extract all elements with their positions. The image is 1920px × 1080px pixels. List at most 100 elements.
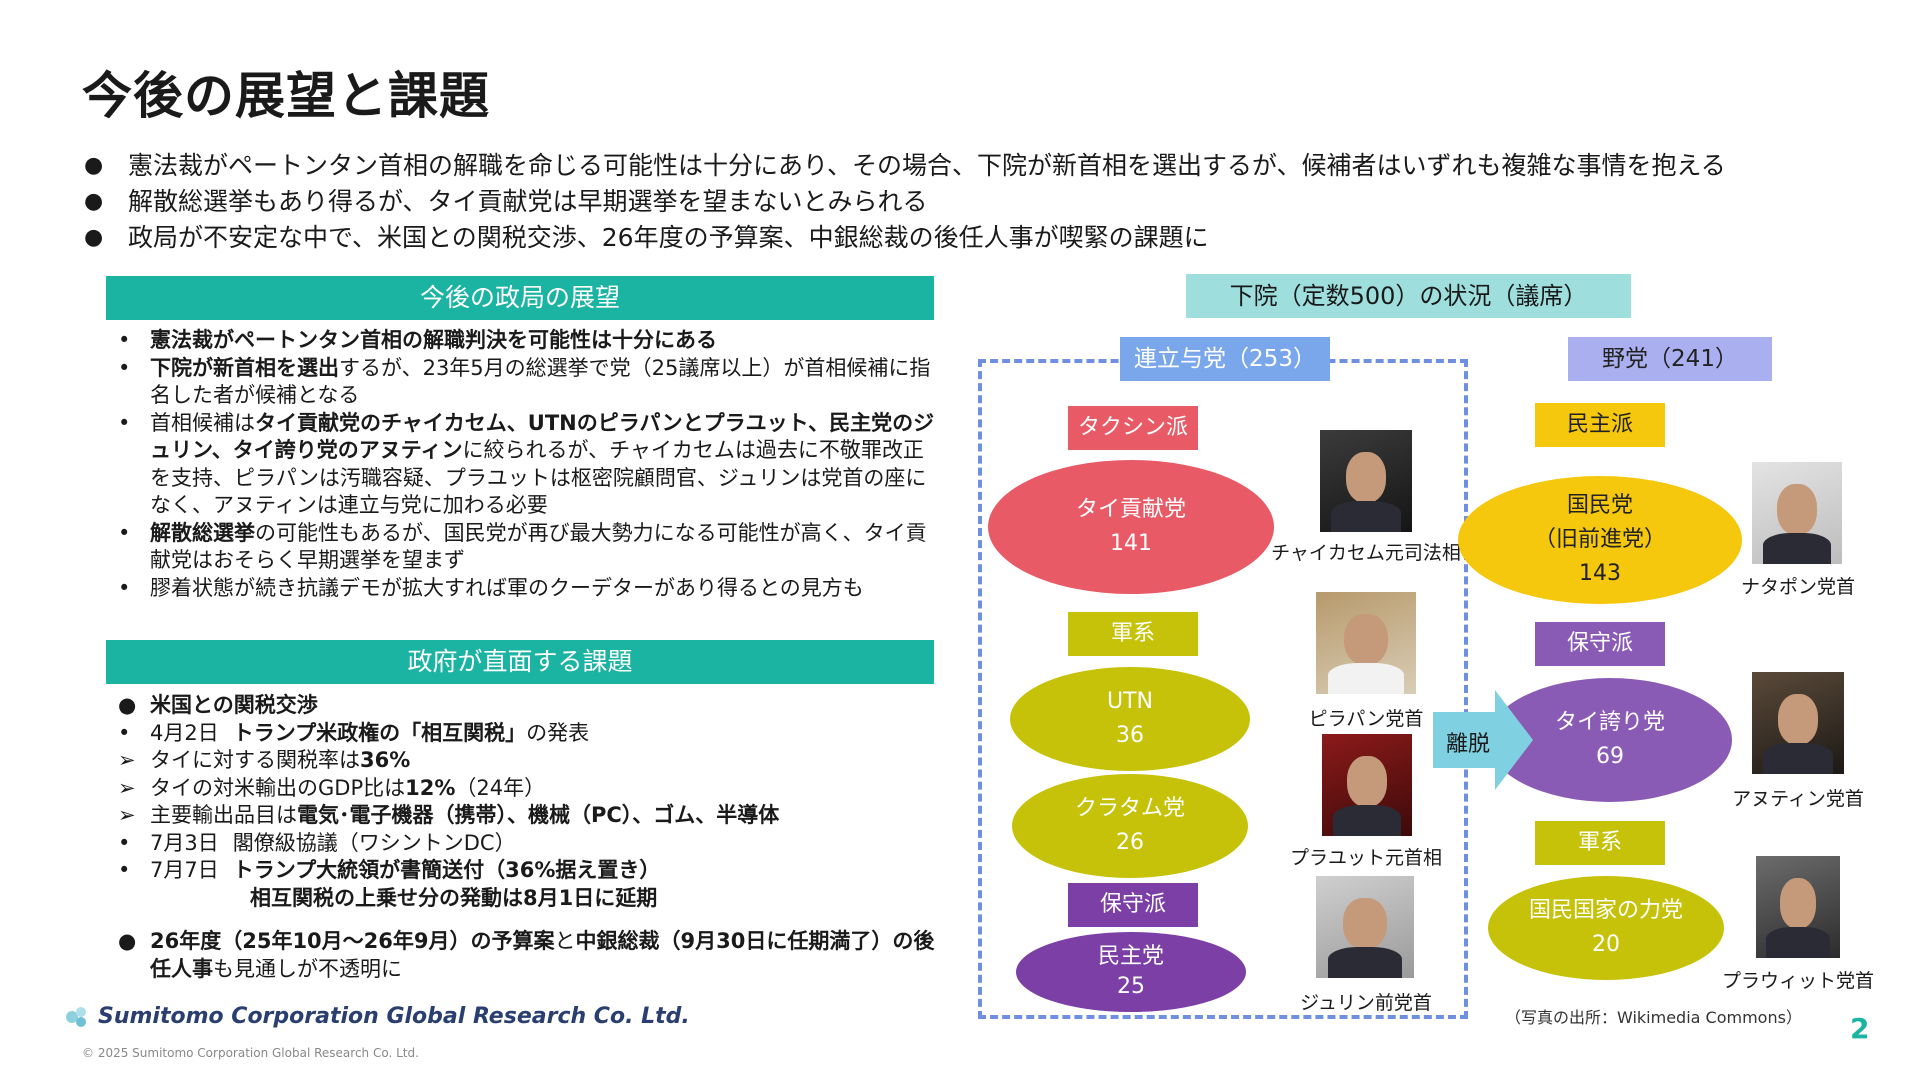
text: するが、23年5月の総選挙で党（25議席以上）が首相候補に指名した者が候補となる <box>150 355 931 408</box>
challenge-item: ● 26年度（25年10月～26年9月）の予算案と中銀総裁（9月30日に任期満了）… <box>116 928 936 983</box>
bullet-icon: ● <box>118 693 137 717</box>
party-pheu-thai: タイ貢献党 141 <box>988 460 1274 594</box>
bold-text: トランプ大統領が書簡送付（36%据え置き） <box>232 858 661 882</box>
copyright: © 2025 Sumitomo Corporation Global Resea… <box>82 1046 419 1060</box>
outlook-item: • 解散総選挙の可能性もあるが、国民党が再び最大勢力になる可能性が高く、タイ貢献党… <box>116 520 936 575</box>
page-title: 今後の展望と課題 <box>82 67 490 125</box>
party-subname: （旧前進党） <box>1533 527 1666 552</box>
challenge-item: ● 米国との関税交渉 <box>116 692 936 720</box>
text: に絞られるが、チャイカセムは過去に不敬罪改正を支持、ピラパンは汚職容疑、プラユッ… <box>150 438 927 517</box>
photo-prawit <box>1756 856 1840 958</box>
bullet-icon: • <box>118 520 131 545</box>
photo-prayut <box>1322 734 1412 836</box>
party-name: タイ誇り党 <box>1554 710 1665 735</box>
challenge-item: ➢タイの対米輸出のGDP比は12%（24年） <box>116 775 936 803</box>
party-utn: UTN 36 <box>1010 667 1250 771</box>
party-name: 民主党 <box>1097 944 1164 969</box>
text: （24年） <box>455 775 546 800</box>
text: タイに対する関税率は <box>150 748 360 772</box>
defection-label: 離脱 <box>1445 732 1490 757</box>
logo-mark-icon <box>66 1006 86 1027</box>
party-seats: 141 <box>1110 531 1152 556</box>
faction-tag-conservative-opp: 保守派 <box>1535 622 1665 666</box>
challenge-item: ➢ タイに対する関税率は36% <box>116 747 936 775</box>
text: 主要輸出品目は <box>150 803 297 827</box>
page-number: 2 <box>1850 1012 1870 1045</box>
party-seats: 143 <box>1579 561 1621 586</box>
challenge-item: 相互関税の上乗せ分の発動は8月1日に延期 <box>116 885 936 913</box>
party-seats: 25 <box>1117 974 1145 999</box>
outlook-item: •首相候補はタイ貢献党のチャイカセム、UTNのピラパンとプラユット、民主党のジュ… <box>116 410 936 520</box>
bullet-icon: ➢ <box>118 803 136 827</box>
challenges-list: ●米国との関税交渉•4月2日トランプ米政権の「相互関税」の発表➢タイに対する関税… <box>116 692 936 983</box>
spacer <box>116 912 936 928</box>
text: 閣僚級協議（ワシントンDC） <box>232 830 516 855</box>
summary-bullet-text: 解散総選挙もあり得るが、タイ貢献党は早期選挙を望まないとみられる <box>128 187 928 216</box>
challenge-item: •4月2日トランプ米政権の「相互関税」の発表 <box>116 720 936 748</box>
summary-bullet-text: 憲法裁がペートンタン首相の解職を命じる可能性は十分にあり、その場合、下院が新首相… <box>128 151 1726 180</box>
caption-prayut: プラユット元首相 <box>1289 847 1442 869</box>
bullet-icon: • <box>118 328 131 352</box>
faction-tag-military-opp: 軍系 <box>1535 821 1665 865</box>
party-name: UTN <box>1107 689 1153 714</box>
caption-chaikasem: チャイカセム元司法相 <box>1271 542 1461 564</box>
bullet-icon: ➢ <box>118 775 136 800</box>
photo-jurin <box>1316 876 1414 978</box>
caption-jurin: ジュリン前党首 <box>1300 992 1432 1014</box>
bullet-icon: ● <box>84 225 104 250</box>
bold-text: 電気･電子機器（携帯）、機械（PC）、ゴム、半導体 <box>297 803 780 827</box>
outlook-item: • 憲法裁がペートンタン首相の解職判決を可能性は十分にある <box>116 327 936 355</box>
faction-tag-democrat: 民主派 <box>1535 403 1665 447</box>
bullet-icon: ● <box>118 929 137 953</box>
bold-text: 憲法裁がペートンタン首相の解職判決を可能性は十分にある <box>150 328 717 352</box>
party-name: タイ貢献党 <box>1075 497 1186 522</box>
text: タイの対米輸出のGDP比は <box>150 775 406 800</box>
caption-pirapan: ピラパン党首 <box>1308 708 1424 730</box>
bold-text: 26年度（25年10月～26年9月）の予算案 <box>150 929 555 953</box>
party-seats: 26 <box>1116 830 1144 855</box>
bold-text: 36% <box>360 748 411 772</box>
bullet-icon: • <box>118 858 131 882</box>
summary-bullet: ●憲法裁がペートンタン首相の解職を命じる可能性は十分にあり、その場合、下院が新首… <box>84 148 1884 184</box>
bold-text: タイ貢献党のチャイカセム、UTNのピラパンとプラユット、民主党のジュリン、タイ誇… <box>150 410 935 463</box>
party-pprp: 国民国家の力党 20 <box>1488 876 1724 980</box>
photo-chaikasem <box>1320 430 1412 532</box>
party-seats: 20 <box>1592 932 1620 957</box>
caption-anutin: アヌティン党首 <box>1732 788 1864 810</box>
challenge-item: • 7月7日トランプ大統領が書簡送付（36%据え置き） <box>116 857 936 885</box>
caption-prawit: プラウィット党首 <box>1721 970 1874 992</box>
bullet-icon: ● <box>84 189 104 214</box>
company-logo: Sumitomo Corporation Global Research Co.… <box>64 1004 690 1029</box>
text: の可能性もあるが、国民党が再び最大勢力になる可能性が高く、タイ貢献党はおそらく早… <box>150 520 927 573</box>
summary-bullet-text: 政局が不安定な中で、米国との関税交渉、26年度の予算案、中銀総裁の後任人事が喫緊… <box>128 223 1209 252</box>
section-header-challenges: 政府が直面する課題 <box>106 640 934 684</box>
text: と <box>554 929 576 953</box>
bold-text: トランプ米政権の「相互関税」 <box>232 720 527 745</box>
text: も見通しが不透明に <box>213 956 402 981</box>
challenge-item: •7月3日閣僚級協議（ワシントンDC） <box>116 830 936 858</box>
bold-text: 中銀総裁（9月30日に任期満了）の後任人事 <box>150 929 935 981</box>
bold-text: 米国との関税交渉 <box>150 693 318 717</box>
party-democrat: 民主党 25 <box>1016 932 1246 1012</box>
photo-source: （写真の出所：Wikimedia Commons） <box>1505 1008 1802 1027</box>
summary-bullets: ● 憲法裁がペートンタン首相の解職を命じる可能性は十分にあり、その場合、下院が新首… <box>84 148 1884 256</box>
text: 7月3日 <box>150 830 219 855</box>
text: 膠着状態が続き抗議デモが拡大すれば軍のクーデターがあり得るとの見方も <box>150 575 864 600</box>
party-name: クラタム党 <box>1074 796 1185 821</box>
party-seats: 69 <box>1596 744 1624 769</box>
party-name: 国民国家の力党 <box>1528 898 1683 923</box>
party-bhumjaithai: タイ誇り党 69 <box>1488 678 1732 802</box>
text: 7月7日 <box>150 858 219 882</box>
outlook-item: •下院が新首相を選出するが、23年5月の総選挙で党（25議席以上）が首相候補に指… <box>116 355 936 410</box>
faction-tag-conservative: 保守派 <box>1068 883 1198 927</box>
party-name: 国民党 <box>1566 493 1633 518</box>
outlook-item: •膠着状態が続き抗議デモが拡大すれば軍のクーデターがあり得るとの見方も <box>116 575 936 603</box>
chart-title: 下院（定数500）の状況（議席） <box>1186 274 1631 318</box>
text: 4月2日 <box>150 720 219 745</box>
bullet-icon: • <box>118 355 131 380</box>
bullet-icon: ➢ <box>118 748 136 772</box>
bold-text: 解散総選挙 <box>150 520 255 545</box>
company-name: Sumitomo Corporation Global Research Co.… <box>98 1004 690 1029</box>
text: の発表 <box>526 720 590 745</box>
faction-tag-military: 軍系 <box>1068 612 1198 656</box>
